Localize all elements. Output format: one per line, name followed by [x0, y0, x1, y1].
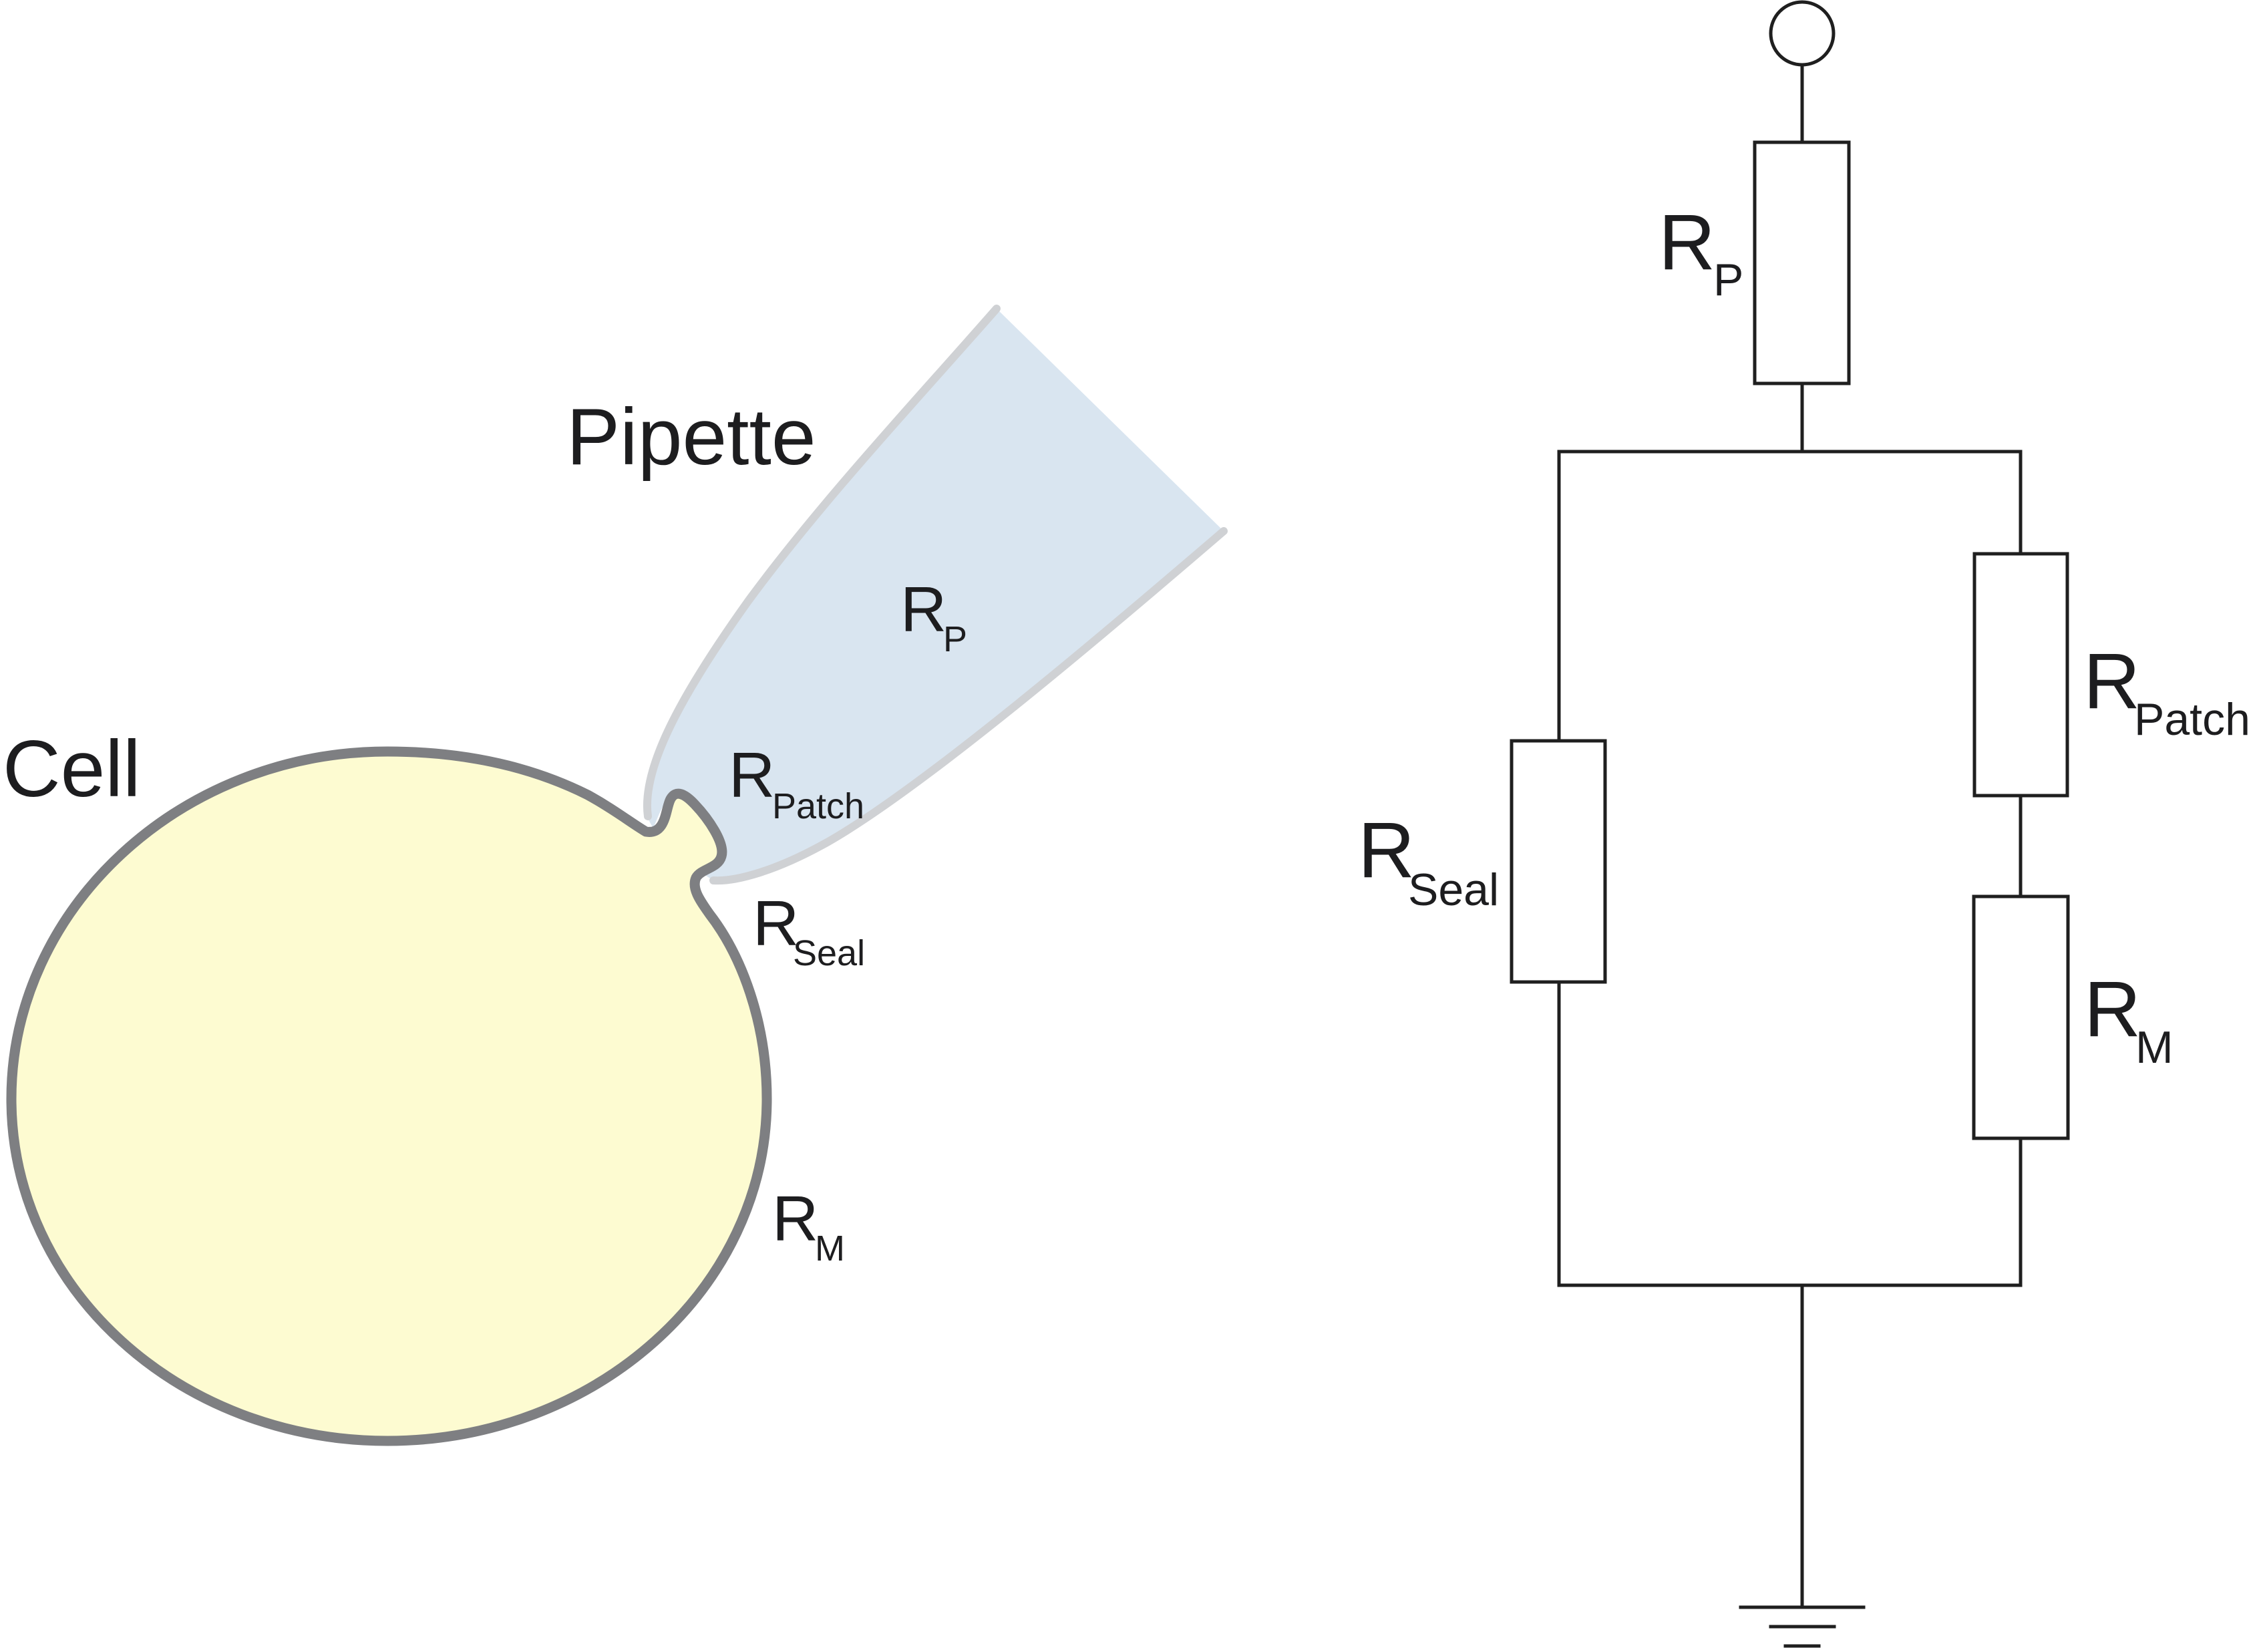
circuit-label-rp: R P — [1659, 198, 1743, 305]
label-subscript: Patch — [772, 786, 864, 826]
pipette — [643, 305, 1228, 885]
label-subscript: Seal — [793, 933, 865, 973]
equivalent-circuit: R P R Seal R Patch R M — [1358, 0, 2250, 1648]
circuit-label-rm: R M — [2084, 965, 2174, 1073]
label-subscript: M — [815, 1228, 845, 1269]
electrode-terminal-icon — [1769, 0, 1836, 67]
schematic-label-rseal: R Seal — [753, 888, 865, 973]
label-main: R — [753, 888, 799, 959]
ground-icon — [1739, 1605, 1866, 1648]
cell-body — [6, 746, 772, 1446]
label-subscript: Patch — [2134, 694, 2250, 745]
label-main: R — [900, 574, 946, 645]
cell-label: Cell — [3, 724, 141, 814]
pipette-label: Pipette — [566, 392, 816, 482]
label-subscript: P — [1713, 255, 1743, 305]
resistor-rm — [1972, 894, 2070, 1140]
label-main: R — [2084, 965, 2141, 1053]
label-subscript: M — [2135, 1022, 2174, 1073]
circuit-label-rseal: R Seal — [1358, 806, 1499, 915]
schematic-label-rm: R M — [772, 1183, 845, 1269]
label-subscript: Seal — [1408, 864, 1499, 915]
resistor-rpatch — [1972, 552, 2069, 798]
circuit-label-rpatch: R Patch — [2083, 637, 2250, 745]
pipette-wall-upper — [643, 305, 1001, 820]
pipette-wall-lower — [709, 527, 1228, 885]
label-main: R — [2083, 637, 2140, 725]
label-main: R — [1358, 806, 1415, 894]
schematic-label-rp: R P — [900, 574, 967, 659]
resistor-rseal — [1510, 739, 1607, 984]
label-subscript: P — [943, 619, 967, 659]
schematic-label-rpatch: R Patch — [729, 739, 864, 826]
label-main: R — [729, 739, 775, 811]
cell-schematic: Cell Pipette R P R Patch R Seal R M — [3, 305, 1228, 1446]
resistor-rp — [1753, 140, 1851, 385]
pipette-lumen — [646, 309, 1224, 881]
label-main: R — [772, 1183, 818, 1255]
label-main: R — [1659, 198, 1715, 287]
